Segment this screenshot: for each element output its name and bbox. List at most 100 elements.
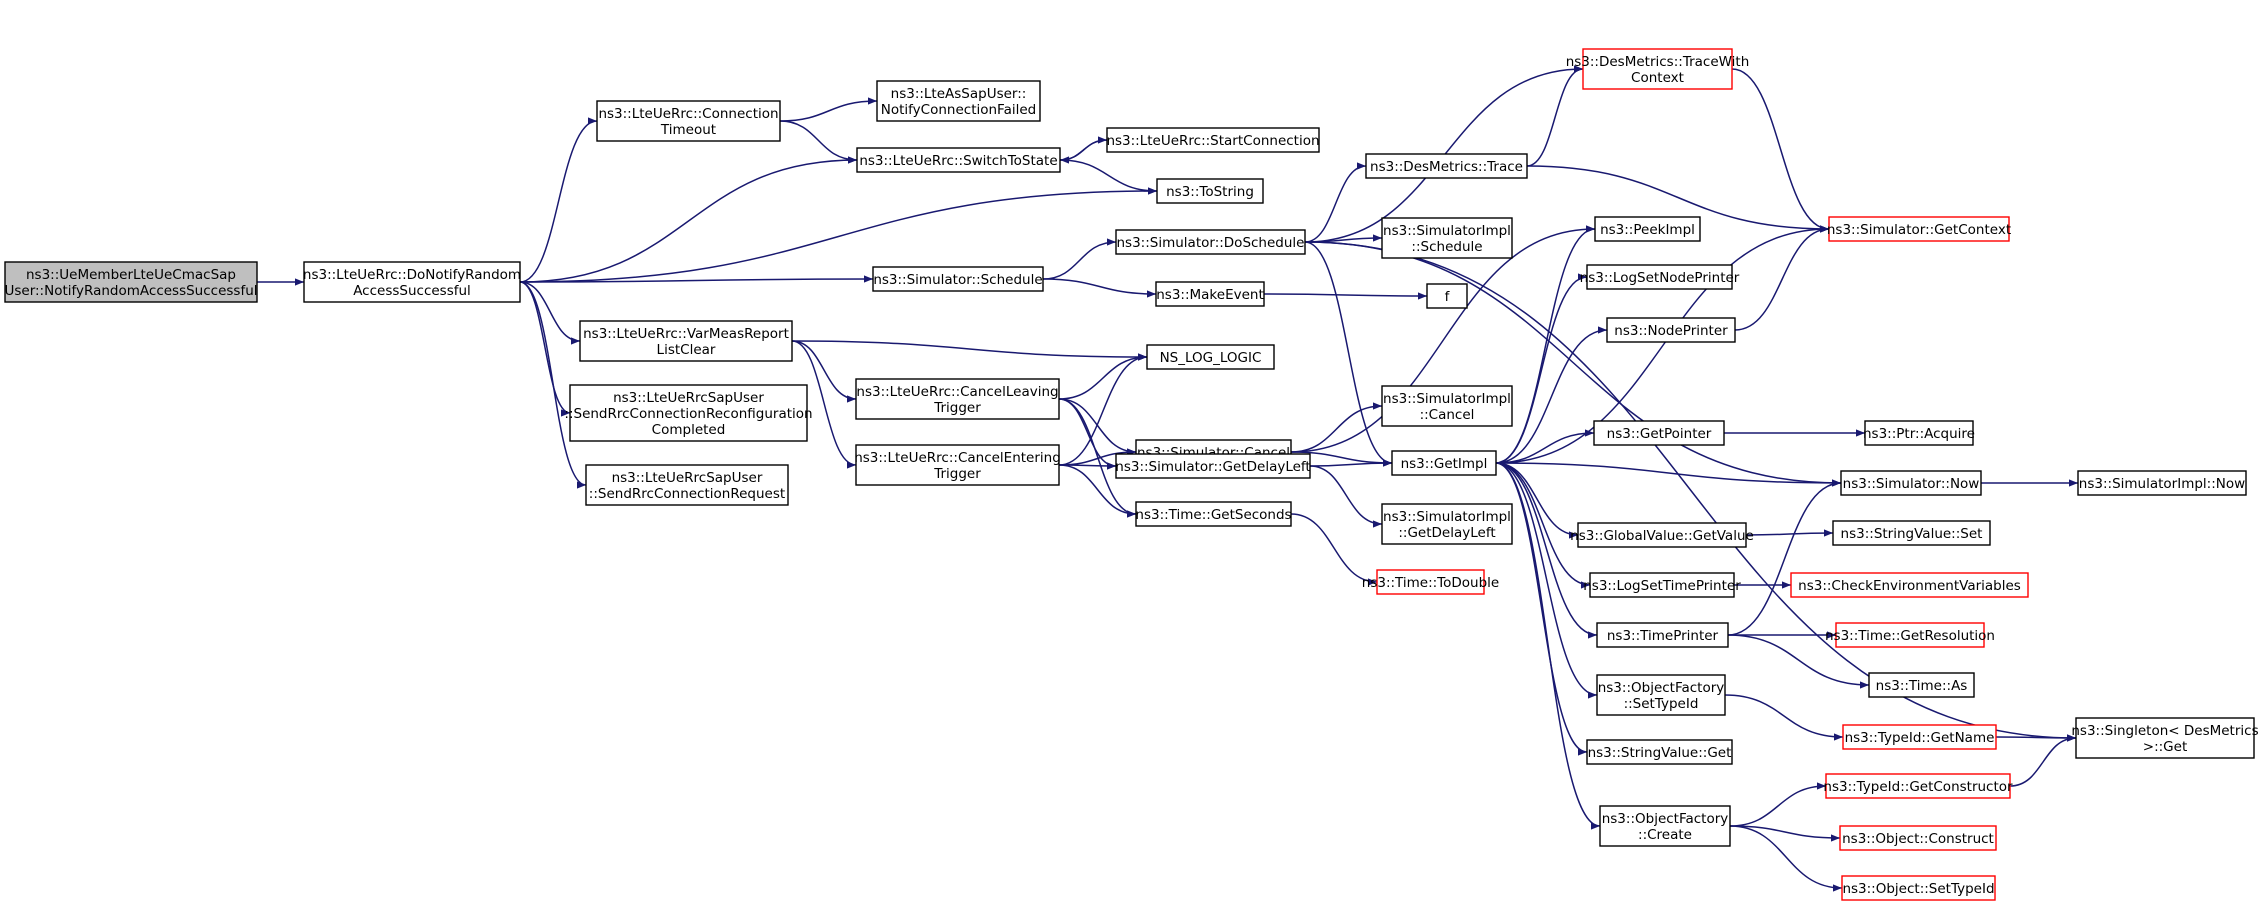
edge-arrow [1731,68,1830,233]
node-box [1841,875,1996,901]
node-ns-log[interactable]: NS_LOG_LOGIC [1146,344,1275,370]
node-do-notify[interactable]: ns3::LteUeRrc::DoNotifyRandomAccessSucce… [303,261,521,303]
node-start-conn[interactable]: ns3::LteUeRrc::StartConnection [1106,127,1320,153]
node-label-line: ns3::LteUeRrc::VarMeasReport [583,326,789,342]
node-label-line: ns3::Simulator::GetContext [1827,222,2011,238]
node-f[interactable]: f [1426,283,1468,309]
edge-arrow [1495,225,1596,464]
edge-get-delay-left-to-impl-delay [1309,465,1383,528]
node-des-trace[interactable]: ns3::DesMetrics::Trace [1365,153,1528,179]
node-log-set-time[interactable]: ns3::LogSetTimePrinter [1583,572,1741,598]
node-get-resolution[interactable]: ns3::Time::GetResolution [1825,622,1995,648]
node-box [1835,622,1985,648]
node-ptr-acquire[interactable]: ns3::Ptr::Acquire [1863,420,1975,446]
node-get-seconds[interactable]: ns3::Time::GetSeconds [1135,501,1292,527]
node-get-delay-left[interactable]: ns3::Simulator::GetDelayLeft [1115,453,1311,479]
edge-get-impl-to-time-printer [1495,462,1598,639]
node-label-line: ns3::GetImpl [1401,456,1488,472]
node-node-printer[interactable]: ns3::NodePrinter [1606,317,1736,343]
node-label-line: ns3::LteUeRrcSapUser [613,390,764,406]
node-notify-failed[interactable]: ns3::LteAsSapUser::NotifyConnectionFaile… [876,80,1041,122]
node-make-event[interactable]: ns3::MakeEvent [1155,281,1265,307]
node-label-line: ns3::SimulatorImpl [1383,223,1511,239]
node-time-as[interactable]: ns3::Time::As [1868,672,1975,698]
node-type-id-get-name[interactable]: ns3::TypeId::GetName [1842,724,1997,750]
node-send-req[interactable]: ns3::LteUeRrcSapUser::SendRrcConnectionR… [585,464,789,506]
edge-arrow [519,187,1158,283]
node-label-line: ::SendRrcConnectionReconfiguration [564,406,812,422]
node-peek-impl[interactable]: ns3::PeekImpl [1594,216,1701,242]
edge-cancel-leaving-to-get-seconds [1058,398,1137,518]
node-to-string[interactable]: ns3::ToString [1156,178,1264,204]
node-impl-schedule[interactable]: ns3::SimulatorImpl::Schedule [1381,217,1513,259]
edge-arrow [1729,825,1841,842]
node-gv-get-value[interactable]: ns3::GlobalValue::GetValue [1570,522,1754,548]
node-label-line: ns3::SimulatorImpl [1383,509,1511,525]
node-log-set-node[interactable]: ns3::LogSetNodePrinter [1580,264,1740,290]
edge-arrow [1304,241,1393,467]
edge-arrow [1263,292,1428,300]
edge-arrow [1042,278,1157,298]
node-box [1586,739,1733,765]
node-label-line: ns3::SimulatorImpl [1383,391,1511,407]
node-box [1593,420,1725,446]
node-label-line: User::NotifyRandomAccessSuccessful [4,283,257,299]
node-get-pointer[interactable]: ns3::GetPointer [1593,420,1725,446]
node-label-line: ::Create [1638,827,1692,843]
node-check-env[interactable]: ns3::CheckEnvironmentVariables [1790,572,2029,598]
node-box [2075,717,2255,759]
edge-arrow [1526,65,1584,167]
node-to-double[interactable]: ns3::Time::ToDouble [1362,569,1499,595]
node-obj-set-type-id[interactable]: ns3::Object::SetTypeId [1841,875,1996,901]
node-box [1839,825,1997,851]
node-switch-state[interactable]: ns3::LteUeRrc::SwitchToState [856,147,1061,173]
node-box [1832,520,1991,546]
node-get-constructor[interactable]: ns3::TypeId::GetConstructor [1823,773,2013,799]
node-impl-delay[interactable]: ns3::SimulatorImpl::GetDelayLeft [1381,503,1513,545]
edge-type-id-get-name-to-singleton-get [1995,734,2077,742]
edge-arrow [1290,225,1596,453]
node-impl-now[interactable]: ns3::SimulatorImpl::Now [2077,470,2247,496]
node-obj-construct[interactable]: ns3::Object::Construct [1839,825,1997,851]
node-box [1381,503,1513,545]
node-send-recfg[interactable]: ns3::LteUeRrcSapUser::SendRrcConnectionR… [564,384,813,442]
node-label-line: ::SendRrcConnectionRequest [589,486,785,502]
node-box [1868,672,1975,698]
edge-do-schedule-to-singleton-get [1304,241,2077,742]
node-sim-now[interactable]: ns3::Simulator::Now [1840,470,1982,496]
edge-arrow [1495,225,1830,464]
node-label-line: ns3::Singleton< DesMetrics [2071,723,2258,739]
node-get-impl[interactable]: ns3::GetImpl [1391,450,1497,476]
edge-do-schedule-to-des-trace [1304,162,1367,243]
node-time-printer[interactable]: ns3::TimePrinter [1596,622,1729,648]
node-box [855,444,1060,486]
node-box [1790,572,2029,598]
node-impl-cancel[interactable]: ns3::SimulatorImpl::Cancel [1381,385,1513,427]
node-box [579,320,793,362]
edge-do-schedule-to-get-impl [1304,241,1393,467]
node-box [1825,773,2011,799]
node-singleton-get[interactable]: ns3::Singleton< DesMetrics>::Get [2071,717,2259,759]
node-do-schedule[interactable]: ns3::Simulator::DoSchedule [1115,229,1306,255]
node-root[interactable]: ns3::UeMemberLteUeCmacSapUser::NotifyRan… [4,261,258,303]
node-box [1828,216,2010,242]
edge-time-printer-to-sim-now [1727,479,1842,636]
node-of-create[interactable]: ns3::ObjectFactory::Create [1599,805,1731,847]
node-schedule[interactable]: ns3::Simulator::Schedule [872,266,1044,292]
edge-conn-timeout-to-notify-failed [779,97,878,122]
edge-arrow [1058,464,1137,518]
node-label-line: ns3::StringValue::Get [1588,745,1732,761]
node-sv-get[interactable]: ns3::StringValue::Get [1586,739,1733,765]
node-label-line: ns3::LteUeRrc::CancelLeaving [856,384,1058,400]
node-sv-set[interactable]: ns3::StringValue::Set [1832,520,1991,546]
node-label-line: f [1445,289,1451,305]
node-of-set-type-id[interactable]: ns3::ObjectFactory::SetTypeId [1596,674,1726,716]
node-get-context[interactable]: ns3::Simulator::GetContext [1827,216,2011,242]
edge-get-impl-to-peek-impl [1495,225,1596,464]
